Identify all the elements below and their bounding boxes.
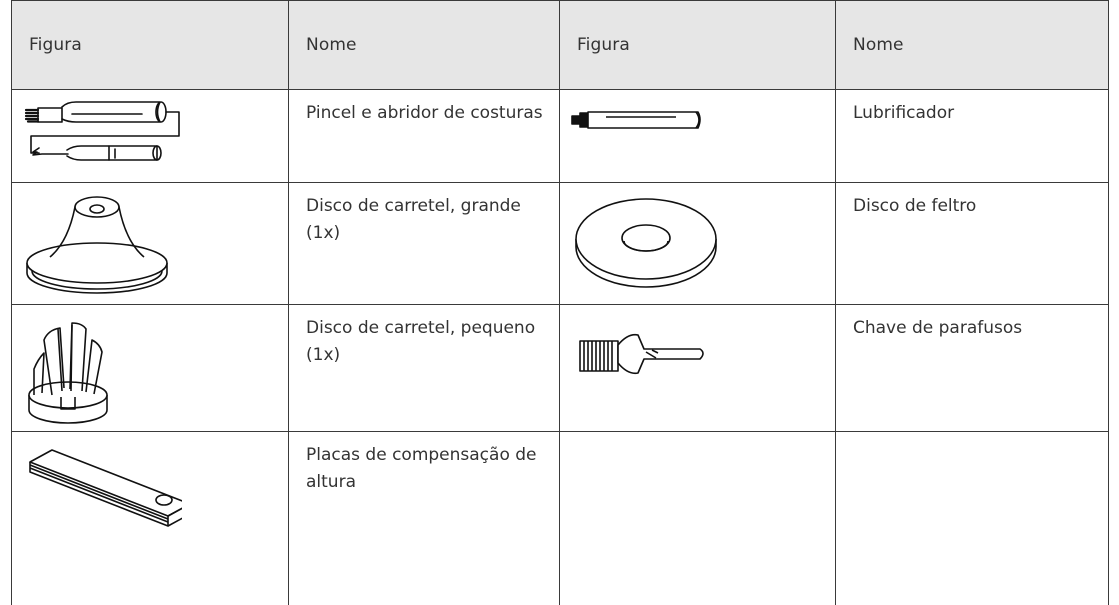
header-figure-2: Figura	[560, 1, 836, 90]
empty-figure-cell	[560, 432, 836, 605]
header-name-2: Nome	[836, 1, 1109, 90]
name-cell: Disco de feltro	[836, 183, 1109, 305]
table-row: Pincel e abridor de costuras Lubrificado…	[12, 90, 1109, 183]
table-header-row: Figura Nome Figura Nome	[12, 1, 1109, 90]
table-row: Placas de compensação de altura	[12, 432, 1109, 605]
figure-cell	[12, 432, 289, 605]
figure-cell	[12, 183, 289, 305]
header-figure-1: Figura	[12, 1, 289, 90]
name-cell: Chave de parafusos	[836, 305, 1109, 432]
screwdriver-icon	[560, 305, 730, 431]
accessories-table: Figura Nome Figura Nome	[11, 0, 1109, 605]
figure-cell	[560, 183, 836, 305]
brush-seam-ripper-icon	[12, 90, 182, 182]
large-spool-disc-icon	[12, 183, 182, 304]
header-name-1: Nome	[289, 1, 560, 90]
empty-name-cell	[836, 432, 1109, 605]
table-row: Disco de carretel, pequeno (1x) Chave de…	[12, 305, 1109, 432]
name-cell: Pincel e abridor de costuras	[289, 90, 560, 183]
small-spool-disc-icon	[12, 305, 182, 431]
figure-cell	[560, 305, 836, 432]
figure-cell	[12, 90, 289, 183]
name-cell: Disco de carretel, grande (1x)	[289, 183, 560, 305]
felt-disc-icon	[560, 183, 730, 304]
name-cell: Disco de carretel, pequeno (1x)	[289, 305, 560, 432]
name-cell: Placas de compensação de altura	[289, 432, 560, 605]
figure-cell	[12, 305, 289, 432]
name-cell: Lubrificador	[836, 90, 1109, 183]
figure-cell	[560, 90, 836, 183]
oiler-icon	[560, 90, 730, 182]
table-row: Disco de carretel, grande (1x) Disco de …	[12, 183, 1109, 305]
height-compensation-plates-icon	[12, 432, 182, 605]
